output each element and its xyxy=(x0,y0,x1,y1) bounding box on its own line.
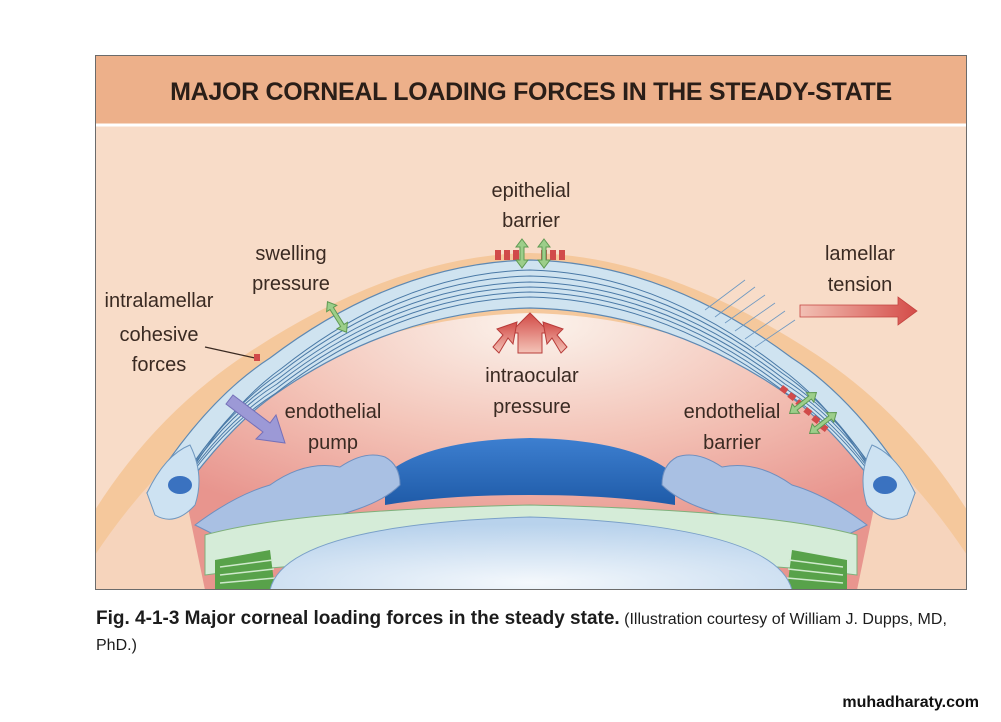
svg-text:pressure: pressure xyxy=(493,396,571,418)
caption-credit: (Illustration courtesy of William J. Dup… xyxy=(96,611,947,654)
intralamellar-leader-line xyxy=(204,346,256,359)
watermark: muhadharaty.com xyxy=(842,694,979,711)
intraocular-pressure-arrows xyxy=(492,312,568,354)
svg-text:endothelial: endothelial xyxy=(285,401,382,423)
svg-text:endothelial: endothelial xyxy=(684,401,781,423)
label-intraocular-pressure: intraocular pressure xyxy=(485,365,579,418)
svg-text:intralamellar: intralamellar xyxy=(105,290,214,312)
svg-text:pump: pump xyxy=(308,432,358,454)
lens xyxy=(269,516,793,590)
label-intralamellar-cohesive-forces: intralamellar cohesive forces xyxy=(105,290,214,376)
diagram-figure: MAJOR CORNEAL LOADING FORCES IN THE STEA… xyxy=(95,55,967,590)
svg-text:epithelial: epithelial xyxy=(492,180,571,202)
svg-text:swelling: swelling xyxy=(255,243,326,265)
pupil xyxy=(385,438,675,505)
svg-text:barrier: barrier xyxy=(502,210,560,232)
label-endothelial-pump: endothelial pump xyxy=(285,401,382,454)
lamellar-tension-arrow xyxy=(799,296,918,326)
figure-title: MAJOR CORNEAL LOADING FORCES IN THE STEA… xyxy=(170,78,892,106)
svg-text:tension: tension xyxy=(828,274,893,296)
svg-text:cohesive: cohesive xyxy=(120,324,199,346)
svg-text:intraocular: intraocular xyxy=(485,365,579,387)
caption-bold: Fig. 4-1-3 Major corneal loading forces … xyxy=(96,608,620,629)
label-swelling-pressure: swelling pressure xyxy=(252,243,330,295)
right-schlemm-canal xyxy=(873,476,897,494)
left-schlemm-canal xyxy=(168,476,192,494)
intralamellar-mark xyxy=(254,354,260,361)
figure-caption: Fig. 4-1-3 Major corneal loading forces … xyxy=(96,606,976,659)
epithelial-barrier-arrows xyxy=(515,238,551,269)
endothelial-barrier-arrows xyxy=(788,392,838,434)
diagram-svg: MAJOR CORNEAL LOADING FORCES IN THE STEA… xyxy=(95,55,967,590)
svg-text:forces: forces xyxy=(132,354,186,376)
label-lamellar-tension: lamellar tension xyxy=(825,243,895,296)
label-epithelial-barrier: epithelial barrier xyxy=(492,180,571,232)
ciliary-lines xyxy=(219,559,844,584)
title-band xyxy=(95,55,967,125)
stroma-hatching xyxy=(704,279,796,348)
swelling-pressure-arrow xyxy=(326,301,348,333)
svg-text:lamellar: lamellar xyxy=(825,243,895,265)
svg-text:barrier: barrier xyxy=(703,432,761,454)
figure-border xyxy=(95,55,967,590)
svg-text:pressure: pressure xyxy=(252,273,330,295)
endothelial-pump-arrow xyxy=(225,394,286,444)
label-endothelial-barrier: endothelial barrier xyxy=(684,401,781,454)
